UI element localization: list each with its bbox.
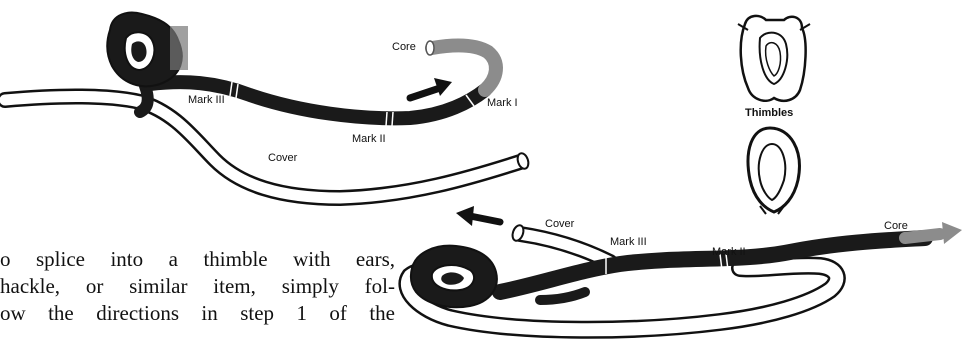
paragraph-line-3: ow the directions in step 1 of the [0,300,395,327]
label-core-bottom: Core [884,220,908,232]
label-cover-bottom: Cover [545,218,574,230]
label-mark-i-top: Mark I [487,97,518,109]
label-mark-ii-bottom: Mark II [712,246,746,258]
bottom-direction-arrow [456,206,500,226]
top-direction-arrow [410,78,452,98]
paragraph-line-1: o splice into a thimble with ears, [0,246,395,273]
bottom-thimble-with-ears [411,246,497,308]
top-thimble-with-ears [107,13,188,87]
label-core-top: Core [392,41,416,53]
label-thimbles: Thimbles [745,107,793,119]
label-mark-iii-top: Mark III [188,94,225,106]
label-cover-top: Cover [268,152,297,164]
bottom-core-tail [905,222,962,244]
thimble-with-ears-icon [738,16,810,101]
label-mark-ii-top: Mark II [352,133,386,145]
label-mark-iii-bottom: Mark III [610,236,647,248]
plain-thimble-icon [748,128,799,214]
paragraph-line-2: hackle, or similar item, simply fol- [0,273,395,300]
instruction-paragraph: o splice into a thimble with ears, hackl… [0,246,395,327]
